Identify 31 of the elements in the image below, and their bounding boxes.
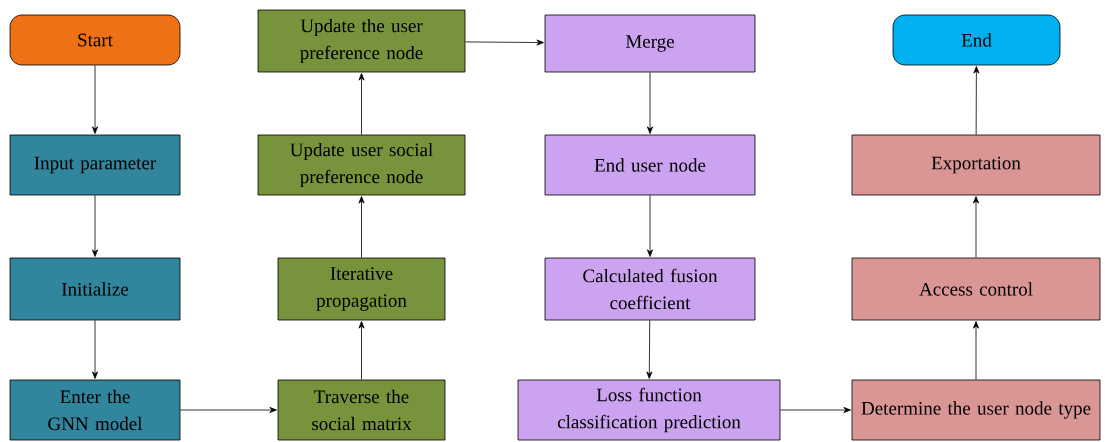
process-box: Determine the user node type [851, 379, 1101, 441]
process-box: Access control [851, 257, 1101, 321]
terminal-box: Start [9, 14, 181, 66]
process-box: Update user social preference node [257, 134, 466, 196]
process-box: Iterative propagation [277, 257, 446, 321]
process-box: Exportation [851, 134, 1101, 196]
arrow [92, 195, 98, 257]
arrow [358, 196, 365, 258]
arrow [646, 320, 653, 379]
process-box: Update the user preference node [257, 9, 466, 73]
process-box: Input parameter [9, 134, 181, 196]
arrow [973, 196, 979, 258]
arrow [465, 39, 544, 46]
arrow [92, 65, 98, 134]
arrow [92, 320, 98, 379]
arrow [647, 72, 653, 134]
process-box: Initialize [9, 257, 181, 321]
arrow [358, 321, 365, 380]
arrow [358, 73, 365, 135]
arrow [780, 407, 851, 413]
process-box: Merge [544, 14, 756, 73]
process-box: Traverse the social matrix [277, 379, 446, 441]
process-box: Loss function classification prediction [517, 379, 781, 441]
arrow [973, 321, 979, 380]
terminal-box: End [892, 14, 1061, 66]
process-box: Calculated fusion coefficient [544, 257, 756, 321]
arrow [973, 66, 980, 135]
process-box: Enter the GNN model [9, 379, 181, 441]
process-box: End user node [544, 134, 756, 196]
arrow [180, 407, 277, 413]
arrow [647, 195, 653, 257]
